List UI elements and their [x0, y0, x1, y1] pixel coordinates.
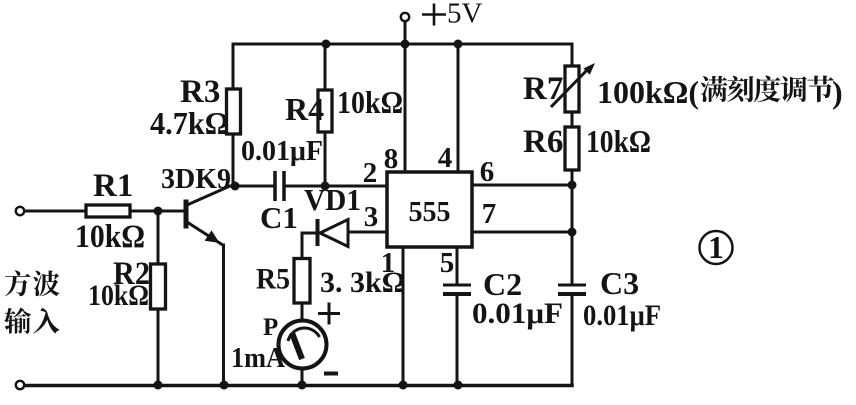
svg-text:10kΩ: 10kΩ [75, 219, 145, 255]
svg-text:4.7kΩ: 4.7kΩ [150, 105, 229, 141]
svg-text:555: 555 [409, 197, 451, 228]
svg-text:C2: C2 [483, 266, 522, 302]
svg-text:3: 3 [364, 201, 379, 233]
svg-text:R1: R1 [93, 168, 133, 204]
svg-text:C3: C3 [600, 265, 639, 301]
svg-text:R3: R3 [180, 74, 220, 110]
svg-text:1: 1 [708, 229, 724, 265]
svg-text:3DK9: 3DK9 [161, 164, 231, 195]
svg-text:0.01μF: 0.01μF [583, 299, 661, 332]
svg-text:0.01μF: 0.01μF [472, 297, 563, 330]
svg-text:10kΩ: 10kΩ [88, 279, 149, 312]
svg-text:10kΩ: 10kΩ [586, 123, 651, 159]
svg-text:5: 5 [440, 247, 455, 279]
svg-text:3. 3kΩ: 3. 3kΩ [320, 266, 406, 299]
svg-text:R5: R5 [256, 263, 290, 296]
svg-text:7: 7 [482, 198, 497, 230]
svg-text:R2: R2 [113, 256, 150, 292]
svg-text:1: 1 [381, 247, 396, 279]
svg-text:2: 2 [363, 157, 378, 189]
svg-text:R6: R6 [523, 124, 563, 160]
svg-text:10kΩ: 10kΩ [337, 84, 403, 120]
svg-text:8: 8 [384, 143, 399, 175]
svg-text:): ) [832, 74, 843, 110]
svg-text:6: 6 [480, 156, 495, 188]
svg-text:R7: R7 [523, 71, 563, 107]
svg-text:4: 4 [438, 142, 453, 174]
svg-text:VD1: VD1 [304, 182, 361, 217]
svg-text:1mA: 1mA [231, 342, 285, 374]
svg-text:P: P [263, 314, 278, 341]
svg-text:C1: C1 [260, 200, 298, 235]
svg-text:0.01μF: 0.01μF [241, 136, 323, 167]
svg-text:5V: 5V [447, 0, 483, 30]
svg-text:100kΩ(: 100kΩ( [597, 74, 699, 110]
svg-text:R4: R4 [285, 91, 324, 127]
